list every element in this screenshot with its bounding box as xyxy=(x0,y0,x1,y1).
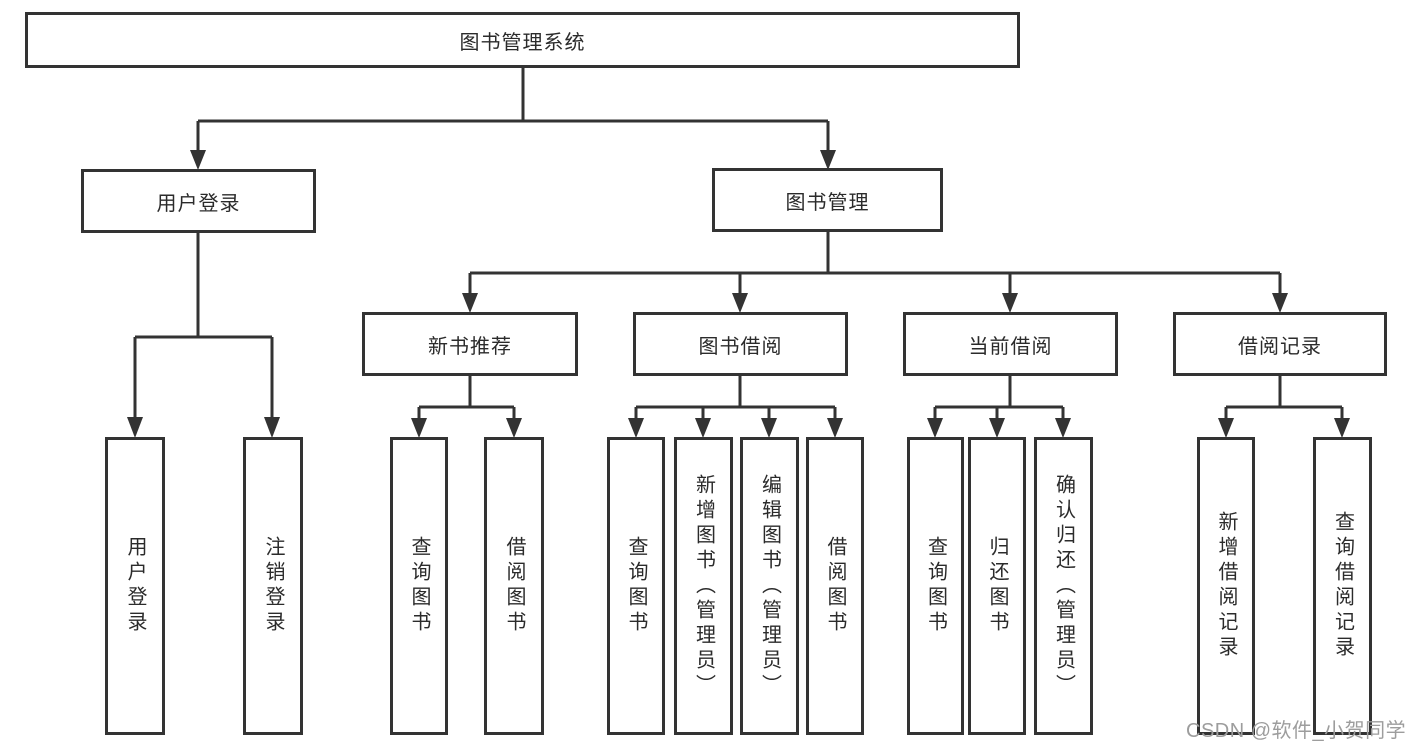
node-current-borrow-label: 当前借阅 xyxy=(968,335,1053,358)
node-borrow-records-label: 借阅记录 xyxy=(1238,335,1322,358)
leaf-query-books-borrow-label: 查询图书 xyxy=(625,536,647,636)
leaf-borrow-books-recommend-label: 借阅图书 xyxy=(503,536,525,636)
leaf-query-borrow-record: 查询借阅记录 xyxy=(1313,437,1372,735)
node-book-management: 图书管理 xyxy=(712,168,943,232)
leaf-query-borrow-record-label: 查询借阅记录 xyxy=(1331,511,1354,661)
leaf-borrow-books: 借阅图书 xyxy=(806,437,864,735)
leaf-borrow-books-label: 借阅图书 xyxy=(824,536,846,636)
leaf-query-books-recommend-label: 查询图书 xyxy=(408,536,430,636)
node-book-borrow: 图书借阅 xyxy=(633,312,848,376)
leaf-confirm-return-admin-label: 确认归还（管理员） xyxy=(1052,473,1075,699)
leaf-add-borrow-record-label: 新增借阅记录 xyxy=(1215,511,1237,661)
leaf-user-login-label: 用户登录 xyxy=(124,536,146,636)
node-book-borrow-label: 图书借阅 xyxy=(698,335,783,358)
node-current-borrow: 当前借阅 xyxy=(903,312,1118,376)
leaf-query-books-current: 查询图书 xyxy=(907,437,964,735)
node-book-management-label: 图书管理 xyxy=(785,191,870,214)
leaf-return-book: 归还图书 xyxy=(968,437,1026,735)
node-user-login: 用户登录 xyxy=(81,169,316,233)
leaf-confirm-return-admin: 确认归还（管理员） xyxy=(1034,437,1093,735)
leaf-add-book-admin-label: 新增图书（管理员） xyxy=(692,473,715,699)
leaf-borrow-books-recommend: 借阅图书 xyxy=(484,437,544,735)
leaf-return-book-label: 归还图书 xyxy=(986,536,1008,636)
leaf-query-books-current-label: 查询图书 xyxy=(924,536,947,636)
node-new-book-recommend: 新书推荐 xyxy=(362,312,578,376)
leaf-edit-book-admin: 编辑图书（管理员） xyxy=(740,437,799,735)
leaf-edit-book-admin-label: 编辑图书（管理员） xyxy=(758,473,781,699)
leaf-query-books-borrow: 查询图书 xyxy=(607,437,665,735)
leaf-logout-label: 注销登录 xyxy=(262,536,284,636)
node-borrow-records: 借阅记录 xyxy=(1173,312,1387,376)
node-root: 图书管理系统 xyxy=(25,12,1020,68)
leaf-query-books-recommend: 查询图书 xyxy=(390,437,448,735)
leaf-user-login: 用户登录 xyxy=(105,437,165,735)
node-root-label: 图书管理系统 xyxy=(459,31,586,54)
watermark: CSDN @软件_小贺同学 xyxy=(1186,720,1405,742)
node-user-login-label: 用户登录 xyxy=(156,192,241,215)
node-new-book-recommend-label: 新书推荐 xyxy=(428,335,512,358)
leaf-logout: 注销登录 xyxy=(243,437,303,735)
leaf-add-book-admin: 新增图书（管理员） xyxy=(674,437,733,735)
leaf-add-borrow-record: 新增借阅记录 xyxy=(1197,437,1255,735)
